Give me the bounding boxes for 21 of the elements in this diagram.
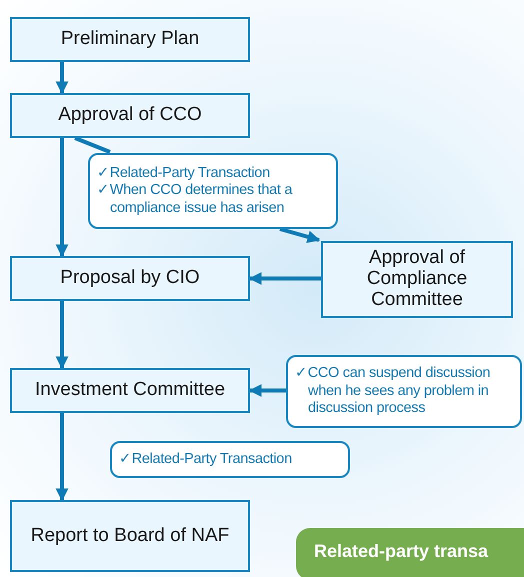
section-tab: Related-party transa	[296, 528, 524, 577]
process-box: Report to Board of NAF	[10, 500, 250, 572]
arrow	[248, 272, 321, 285]
arrow	[279, 227, 320, 244]
note-callout	[286, 355, 522, 428]
note-callout	[110, 441, 350, 478]
process-box: Proposal by CIO	[10, 256, 250, 301]
arrow	[248, 384, 286, 397]
arrow	[56, 413, 68, 502]
arrow	[56, 62, 68, 94]
note-text: ✓Related-Party Transaction	[119, 450, 293, 468]
arrow	[56, 301, 68, 370]
note-text: ✓When CCO determines that a compliance issue has arisen	[97, 182, 294, 218]
note-text: ✓Related-Party Transaction	[97, 164, 271, 182]
note-text: ✓CCO can suspend discussion when he sees any problem in discussion process	[295, 365, 492, 418]
process-box: Investment Committee	[10, 368, 250, 413]
note-callout	[88, 153, 338, 229]
process-box: Approval of Compliance Committee	[321, 241, 513, 318]
arrow	[56, 138, 68, 258]
process-box: Approval of CCO	[10, 93, 250, 138]
process-box: Preliminary Plan	[10, 17, 250, 62]
